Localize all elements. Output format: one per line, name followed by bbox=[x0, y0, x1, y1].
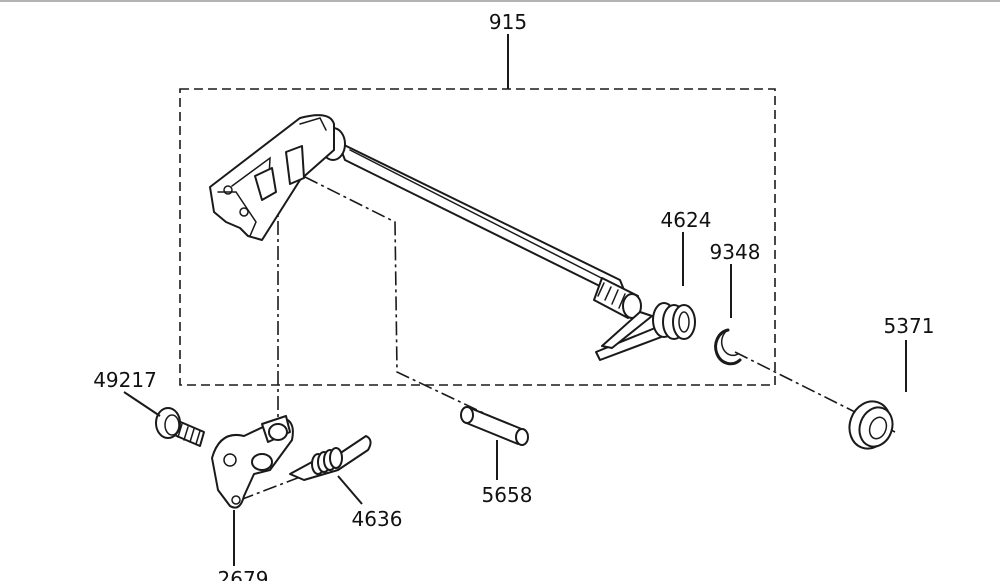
label-5658: 5658 bbox=[482, 483, 533, 507]
leader-lines bbox=[123, 34, 907, 566]
label-4636: 4636 bbox=[352, 507, 403, 531]
e-clip bbox=[714, 328, 742, 366]
oil-seal bbox=[848, 400, 894, 450]
bolt bbox=[155, 407, 205, 447]
return-spring bbox=[595, 302, 696, 361]
label-2679: 2679 bbox=[218, 567, 269, 581]
label-5371: 5371 bbox=[884, 314, 935, 338]
center-lines bbox=[239, 176, 896, 501]
stopper-lever bbox=[211, 415, 294, 509]
pin bbox=[460, 406, 529, 446]
label-915: 915 bbox=[489, 10, 527, 34]
part-labels: 915 4624 9348 5371 49217 5658 4636 2679 bbox=[93, 10, 934, 581]
shift-shaft-assembly bbox=[209, 114, 642, 319]
detent-spring bbox=[289, 435, 372, 481]
assembly-boundary-box bbox=[179, 88, 776, 386]
label-4624: 4624 bbox=[661, 208, 712, 232]
label-9348: 9348 bbox=[710, 240, 761, 264]
label-49217: 49217 bbox=[93, 368, 157, 392]
